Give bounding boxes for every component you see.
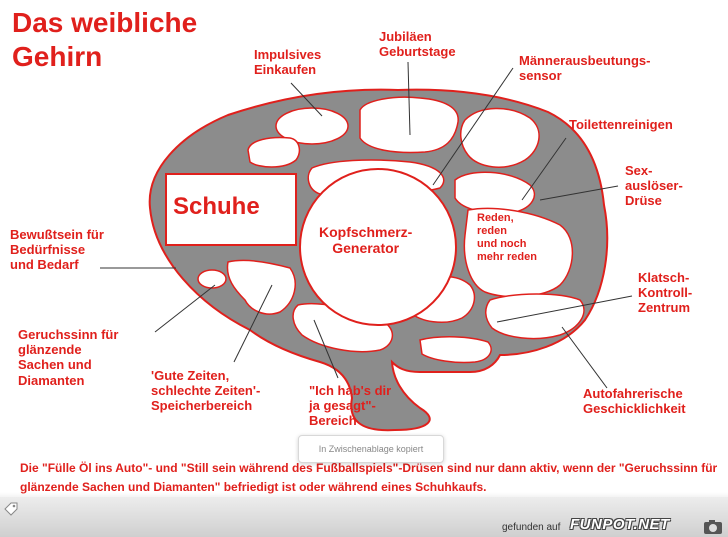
region-kopfschmerz-circle: [299, 168, 457, 326]
camera-icon: [704, 520, 722, 534]
clipboard-toast: In Zwischenablage kopiert: [298, 435, 444, 463]
leader-jubilaeen: [407, 61, 411, 136]
region-reden: [463, 207, 574, 298]
maennerausbeutung-label: Männerausbeutungs- sensor: [519, 53, 651, 84]
footer-fade: [0, 492, 728, 500]
geruchssinn-label: Geruchssinn für glänzende Sachen und Dia…: [18, 327, 119, 388]
leader-auto: [561, 326, 608, 389]
found-on-text: gefunden auf: [502, 522, 561, 533]
region-gute-zeiten: [226, 259, 296, 315]
leader-lines: [100, 61, 633, 389]
funpot-logo[interactable]: FUNPOT.NET: [570, 516, 670, 533]
schuhe-label: Schuhe: [173, 193, 260, 220]
region-klatsch: [485, 293, 585, 340]
region-small-oval: [197, 269, 227, 289]
caption-text: Die "Fülle Öl ins Auto"- und "Still sein…: [20, 461, 718, 494]
bewusstsein-label: Bewußtsein für Bedürfnisse und Bedarf: [10, 227, 104, 273]
region-jubilaeen: [359, 96, 459, 154]
autofahrerische-label: Autofahrerische Geschicklichkeit: [583, 386, 686, 417]
leader-maenner: [432, 67, 514, 186]
footer-bar: [0, 497, 728, 537]
gute-zeiten-label: 'Gute Zeiten, schlechte Zeiten'- Speiche…: [151, 368, 261, 414]
leader-klatsch: [496, 295, 633, 323]
kopfschmerz-label: Kopfschmerz- Generator: [319, 224, 413, 257]
region-schuhe-box: [165, 173, 297, 246]
region-lower-right: [419, 336, 492, 364]
tag-icon[interactable]: [4, 502, 18, 516]
toilettenreinigen-label: Toilettenreinigen: [569, 117, 673, 132]
leader-gute-zeiten: [233, 284, 273, 363]
region-impulsives-einkaufen: [275, 107, 349, 145]
leader-ich-habs: [313, 319, 339, 379]
page-title: Das weibliche Gehirn: [12, 7, 198, 72]
region-maennerausbeutung: [460, 107, 540, 168]
leader-geruch: [154, 284, 216, 333]
leader-impulsives: [290, 82, 323, 117]
jubilaeen-label: Jubiläen Geburtstage: [379, 29, 456, 60]
klatsch-label: Klatsch- Kontroll- Zentrum: [638, 270, 693, 316]
ich-habs-label: "Ich hab's dir ja gesagt"- Bereich: [309, 383, 392, 429]
leader-toilette: [521, 137, 567, 201]
region-upper-left: [247, 136, 301, 168]
reden-label: Reden, reden und noch mehr reden: [477, 212, 537, 263]
leader-sex: [539, 185, 619, 201]
impulsives-einkaufen-label: Impulsives Einkaufen: [254, 47, 322, 78]
sex-ausloeser-label: Sex- auslöser- Drüse: [625, 163, 683, 209]
